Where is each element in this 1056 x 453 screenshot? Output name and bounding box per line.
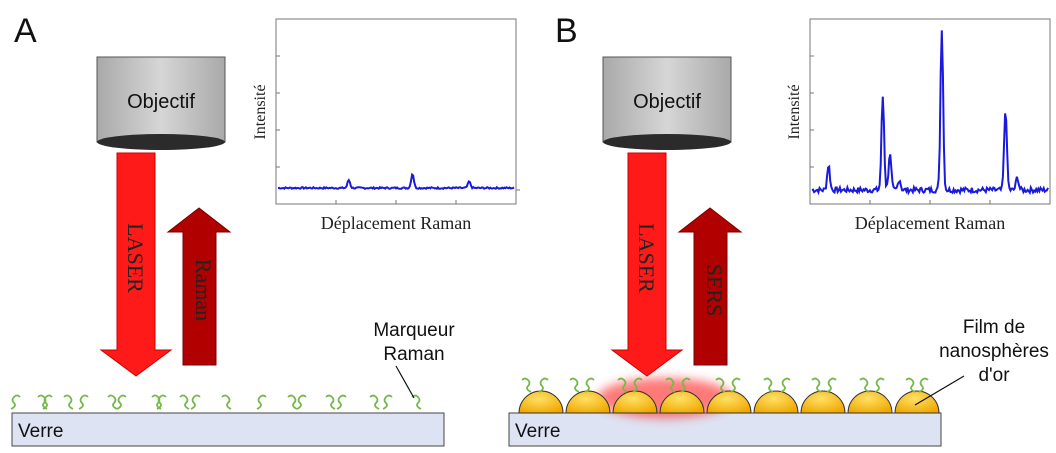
- laser-arrow-shape: [610, 152, 684, 377]
- gold-nanosphere: [847, 390, 893, 414]
- glass-label: Verre: [18, 421, 63, 442]
- objective-label: Objectif: [127, 91, 195, 113]
- glass-slide: [508, 412, 942, 447]
- marker-molecule: [584, 377, 595, 393]
- panel-b-spectrum: Intensité Déplacement Raman: [786, 18, 1051, 233]
- gold-nanosphere: [565, 390, 611, 414]
- marker-molecule: [369, 394, 380, 410]
- panel-b-film-callout: Film de nanosphères d'or: [914, 317, 1049, 406]
- sers-arrow-shape: [677, 207, 743, 366]
- marker-label-line2: Raman: [383, 344, 444, 365]
- raman-marker-molecules: [521, 377, 929, 393]
- film-label-line1: Film de: [963, 317, 1025, 338]
- marker-molecule: [859, 377, 870, 393]
- panel-b-sers-arrow: SERS: [677, 207, 743, 366]
- laser-label: LASER: [123, 223, 148, 293]
- marker-molecule: [190, 394, 201, 410]
- raman-marker-molecules: [10, 394, 422, 410]
- objective-body: [96, 56, 226, 143]
- gold-nanosphere: [753, 390, 799, 414]
- spectrum-frame: [809, 18, 1051, 205]
- marker-molecule: [78, 394, 89, 410]
- marker-molecule: [411, 394, 422, 410]
- panel-b-objective: Objectif: [602, 56, 732, 150]
- panel-b-laser-arrow: LASER: [610, 152, 684, 377]
- spectrum-line: [811, 30, 1049, 196]
- film-label-line2: nanosphères: [939, 341, 1049, 362]
- panel-a-raman-arrow: Raman: [166, 207, 232, 366]
- marker-molecule: [715, 377, 726, 393]
- panel-b-substrate: Verre: [508, 412, 942, 447]
- panel-a-letter: A: [14, 12, 37, 50]
- marker-molecule: [37, 394, 48, 410]
- marker-molecule: [874, 377, 885, 393]
- marker-molecule: [811, 377, 822, 393]
- marker-molecule: [632, 377, 643, 393]
- marker-molecule: [63, 394, 74, 410]
- panel-a-spectrum: Intensité Déplacement Raman: [252, 18, 520, 233]
- marker-molecule: [730, 377, 741, 393]
- spectrum-ylabel: Intensité: [252, 84, 269, 139]
- marker-molecule: [617, 377, 628, 393]
- film-leader-line: [914, 375, 965, 406]
- laser-arrow-shape: [99, 152, 173, 377]
- panel-b: B Objectif LASER SERS: [508, 12, 1051, 447]
- gold-nanosphere: [518, 390, 564, 414]
- marker-molecule: [665, 377, 676, 393]
- spectrum-ticks: [276, 55, 520, 204]
- panel-a-marker-callout: Marqueur Raman: [373, 320, 455, 399]
- marker-molecule: [826, 377, 837, 393]
- marker-molecule: [107, 394, 118, 410]
- spectrum-line: [277, 172, 515, 191]
- laser-label: LASER: [634, 223, 659, 293]
- marker-molecule: [918, 377, 929, 393]
- marker-molecule: [221, 394, 232, 410]
- panel-a-objective: Objectif: [96, 56, 226, 150]
- panel-a: A Objectif LASER Raman: [10, 12, 520, 447]
- marker-molecule: [116, 394, 127, 410]
- panel-b-letter: B: [555, 12, 578, 50]
- film-label-line3: d'or: [978, 365, 1010, 386]
- marker-molecule: [325, 394, 336, 410]
- raman-label: Raman: [191, 259, 216, 321]
- marker-molecule: [151, 394, 162, 410]
- spectrum-xlabel: Déplacement Raman: [855, 213, 1005, 233]
- marker-molecule: [296, 394, 307, 410]
- marker-molecule: [42, 394, 53, 410]
- marker-molecule: [763, 377, 774, 393]
- spectrum-xlabel: Déplacement Raman: [321, 213, 471, 233]
- marker-molecule: [287, 394, 298, 410]
- gold-nanosphere-film: [518, 390, 940, 414]
- marker-molecule: [382, 394, 393, 410]
- spectrum-ylabel: Intensité: [786, 84, 803, 139]
- gold-nanosphere: [800, 390, 846, 414]
- panel-a-laser-arrow: LASER: [99, 152, 173, 377]
- marker-molecule: [10, 394, 21, 410]
- marker-molecule: [538, 377, 549, 393]
- sers-label: SERS: [702, 264, 727, 317]
- marker-molecule: [569, 377, 580, 393]
- objective-lens: [603, 134, 731, 150]
- marker-molecule: [336, 394, 347, 410]
- objective-body: [602, 56, 732, 143]
- marker-label-line1: Marqueur: [373, 320, 455, 341]
- marker-molecule: [905, 377, 916, 393]
- glass-label: Verre: [515, 421, 560, 442]
- objective-label: Objectif: [633, 91, 701, 113]
- panel-a-substrate: Verre: [11, 412, 445, 447]
- marker-molecule: [521, 377, 532, 393]
- glass-slide: [11, 412, 445, 447]
- marker-molecule: [179, 394, 190, 410]
- raman-arrow-shape: [166, 207, 232, 366]
- marker-molecule: [680, 377, 691, 393]
- marker-molecule: [256, 394, 267, 410]
- objective-lens: [97, 134, 225, 150]
- spectrum-frame: [275, 18, 517, 205]
- spectrum-ticks: [810, 55, 991, 204]
- marker-molecule: [780, 377, 791, 393]
- marker-leader-line: [395, 365, 415, 399]
- marker-molecule: [156, 394, 167, 410]
- gold-nanosphere: [612, 390, 658, 414]
